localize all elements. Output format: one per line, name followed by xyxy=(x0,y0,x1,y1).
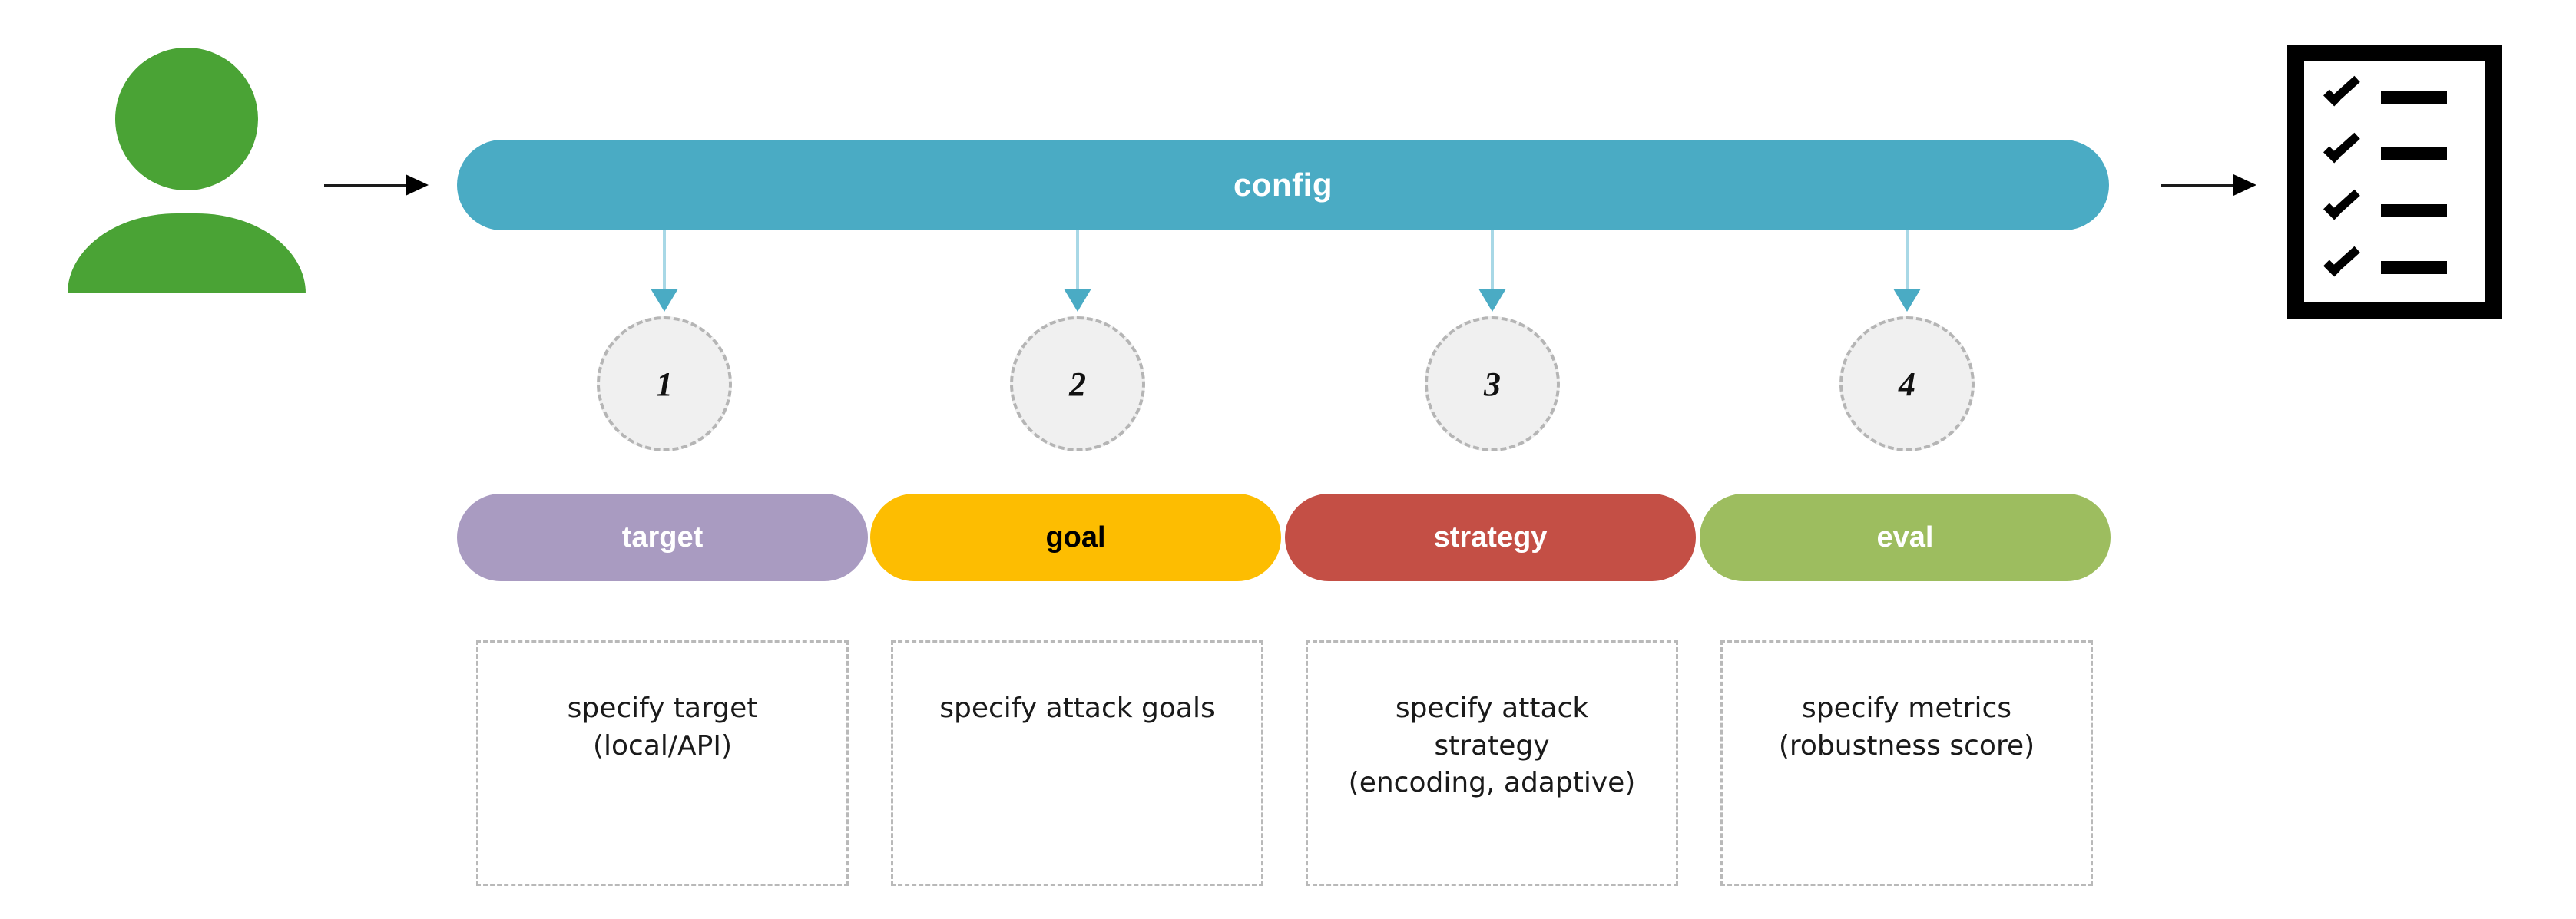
step-circle-2[interactable]: 2 xyxy=(1010,316,1145,451)
stage-pill-strategy[interactable]: strategy xyxy=(1285,494,1696,581)
connector-config-to-step-4 xyxy=(1893,230,1921,315)
stage-pill-target[interactable]: target xyxy=(457,494,868,581)
description-text: specify attack goals xyxy=(939,693,1215,724)
stage-label: target xyxy=(621,521,704,554)
checklist-page xyxy=(2304,61,2485,302)
step-number: 1 xyxy=(656,365,673,403)
description-box-goal: specify attack goals xyxy=(891,640,1263,886)
connector-config-to-step-3 xyxy=(1478,230,1506,315)
step-number: 2 xyxy=(1069,365,1086,403)
arrow-user-to-config xyxy=(324,170,429,200)
check-icon xyxy=(2321,250,2364,284)
description-box-target: specify target (local/API) xyxy=(476,640,849,886)
check-icon xyxy=(2321,80,2364,114)
connector-arrow-head xyxy=(1893,289,1921,312)
stage-label: eval xyxy=(1876,521,1934,554)
step-circle-3[interactable]: 3 xyxy=(1425,316,1560,451)
check-icon xyxy=(2321,193,2364,227)
stage-label: strategy xyxy=(1433,521,1548,554)
description-box-eval: specify metrics (robustness score) xyxy=(1720,640,2093,886)
stage-pill-goal[interactable]: goal xyxy=(870,494,1281,581)
user-person-icon xyxy=(68,48,306,293)
description-text: specify target (local/API) xyxy=(567,693,758,762)
description-text: specify metrics (robustness score) xyxy=(1778,693,2035,762)
checklist-line xyxy=(2381,147,2447,160)
connector-line xyxy=(1076,230,1079,295)
arrow-shaft xyxy=(324,184,406,187)
arrow-shaft xyxy=(2161,184,2233,187)
arrow-config-to-output xyxy=(2161,170,2256,200)
connector-config-to-step-2 xyxy=(1064,230,1091,315)
checklist-line xyxy=(2381,91,2447,104)
connector-line xyxy=(1906,230,1909,295)
arrow-head xyxy=(406,174,429,196)
step-circle-1[interactable]: 1 xyxy=(597,316,732,451)
connector-arrow-head xyxy=(1064,289,1091,312)
arrow-head xyxy=(2233,174,2256,196)
person-body-shape xyxy=(68,213,306,293)
person-head-shape xyxy=(115,48,258,190)
step-number: 4 xyxy=(1899,365,1915,403)
check-icon xyxy=(2321,137,2364,170)
checklist-row xyxy=(2316,249,2473,286)
description-text: specify attack strategy (encoding, adapt… xyxy=(1348,693,1636,799)
connector-arrow-head xyxy=(651,289,678,312)
step-circle-4[interactable]: 4 xyxy=(1839,316,1975,451)
checklist-row xyxy=(2316,135,2473,172)
stage-label: goal xyxy=(1045,521,1106,554)
config-bar[interactable]: config xyxy=(457,140,2109,230)
stage-pill-eval[interactable]: eval xyxy=(1700,494,2111,581)
checklist-line xyxy=(2381,204,2447,217)
config-bar-label: config xyxy=(1233,167,1333,203)
checklist-clipboard-icon xyxy=(2287,45,2502,319)
checklist-row xyxy=(2316,78,2473,115)
checklist-line xyxy=(2381,261,2447,274)
connector-line xyxy=(663,230,666,295)
connector-config-to-step-1 xyxy=(651,230,678,315)
description-box-strategy: specify attack strategy (encoding, adapt… xyxy=(1306,640,1678,886)
step-number: 3 xyxy=(1484,365,1501,403)
checklist-row xyxy=(2316,192,2473,229)
connector-line xyxy=(1491,230,1494,295)
connector-arrow-head xyxy=(1478,289,1506,312)
